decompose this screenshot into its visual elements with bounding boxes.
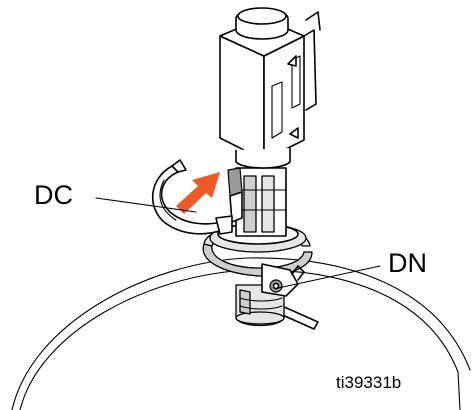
clamp-dc: [151, 159, 233, 235]
motor-housing: [219, 11, 321, 169]
figure-id: ti39331b: [336, 373, 401, 392]
pump-column: [227, 167, 287, 237]
leader-line-dn: [277, 265, 381, 289]
dip-tube: [277, 305, 319, 330]
leader-lines: [95, 197, 381, 289]
label-dc: DC: [34, 180, 73, 210]
motor-cap: [235, 7, 289, 40]
drum-top: [11, 257, 471, 410]
triangle-icon: [287, 55, 297, 67]
arrow-shape: [176, 172, 220, 214]
direction-arrow: [176, 172, 220, 214]
label-dn: DN: [388, 248, 427, 278]
triangle-icon: [289, 127, 299, 139]
leader-line-dc: [95, 197, 197, 213]
bung-adapter: [235, 284, 285, 327]
